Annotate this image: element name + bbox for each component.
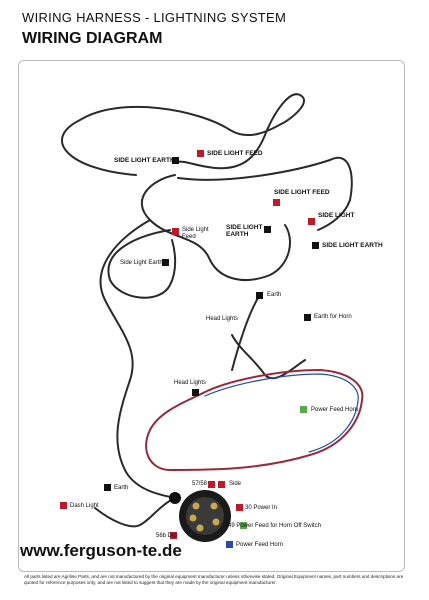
label-side-light-earth-left: Side Light Earth	[120, 260, 163, 266]
label-side-light-feed-right: SIDE LIGHT FEED	[274, 189, 330, 196]
label-dip: 56b Dip	[156, 533, 177, 539]
marker-earth-for-horn	[304, 314, 311, 321]
marker-side-light-earth-mid	[264, 226, 271, 233]
wire-bottom-loop	[94, 497, 176, 528]
page-title: WIRING HARNESS - LIGHTNING SYSTEM	[22, 10, 287, 25]
diagram-sheet	[18, 60, 405, 572]
label-side: Side	[229, 481, 242, 487]
marker-dash-light	[60, 502, 67, 509]
label-side-light-earth-mid: SIDE LIGHT EARTH	[226, 224, 263, 238]
label-power-feed-horn: Power Feed Horn	[311, 407, 359, 413]
marker-side-light-feed-left	[172, 228, 179, 235]
marker-earth-mid	[256, 292, 263, 299]
wire-headlight-loop	[145, 368, 364, 472]
marker-side	[218, 481, 225, 488]
marker-side-light-earth-top	[172, 157, 179, 164]
marker-dip	[170, 532, 177, 539]
wire-left-lobe	[107, 229, 177, 299]
marker-side-light-feed-top	[197, 150, 204, 157]
horn-button	[169, 492, 181, 504]
label-earth-bottom: Earth	[114, 485, 129, 491]
label-side-light-earth-right: SIDE LIGHT EARTH	[322, 242, 383, 249]
label-power-feed-off: 49 Power Feed for Horn Off Switch	[228, 523, 321, 529]
label-power-in: 30 Power In	[245, 505, 278, 511]
marker-side-light-earth-left	[162, 259, 169, 266]
marker-side-light-right	[308, 218, 315, 225]
label-side-light-earth-top: SIDE LIGHT EARTH	[114, 157, 175, 164]
label-power-feed-horn-bottom: Power Feed Horn	[236, 542, 284, 548]
ignition-switch	[179, 490, 231, 542]
marker-power-feed-off	[240, 522, 247, 529]
marker-earth-bottom	[104, 484, 111, 491]
marker-power-feed-horn-bottom	[226, 541, 233, 548]
marker-power-feed-horn	[300, 406, 307, 413]
marker-side-light-feed-right	[273, 199, 280, 206]
wire-upper-loop	[60, 93, 305, 176]
label-head-lights-mid: Head Lights	[174, 380, 207, 386]
label-earth-for-horn: Earth for Horn	[314, 314, 352, 320]
label-side-light-right: SIDE LIGHT	[318, 212, 355, 219]
wire-headlight-loop-blue	[204, 373, 359, 453]
label-head-lights-top: Head Lights	[206, 316, 239, 322]
marker-side-light-earth-right	[312, 242, 319, 249]
diagram-title: WIRING DIAGRAM	[22, 30, 163, 47]
marker-power-in	[236, 504, 243, 511]
wire-main-trunk	[99, 219, 176, 499]
label-side-light-feed-left: Side Light Feed	[182, 227, 209, 240]
marker-head-lights-mid	[192, 389, 199, 396]
label-5758: 57/58	[192, 481, 208, 487]
marker-5758	[208, 481, 215, 488]
label-dash-light: Dash Light	[70, 503, 99, 509]
footer-disclaimer: All parts listed are Agriline Parts, and…	[24, 574, 404, 585]
label-side-light-feed-top: SIDE LIGHT FEED	[207, 150, 263, 157]
wire-right-branch	[231, 297, 306, 380]
wire-middle-loop	[140, 174, 291, 281]
website-url: www.ferguson-te.de	[20, 541, 182, 560]
label-earth-mid: Earth	[267, 292, 282, 298]
wire-right-loop	[177, 156, 353, 231]
